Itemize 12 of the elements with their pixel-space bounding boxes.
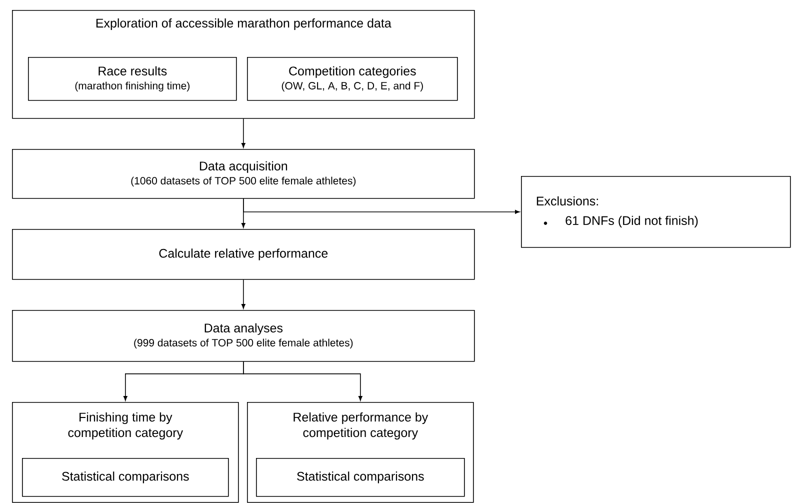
process-box: Statistical comparisons	[256, 458, 465, 497]
process-box: Competition categories (OW, GL, A, B, C, D, E, and F)	[247, 57, 458, 101]
arrow	[241, 118, 246, 148]
arrow	[243, 361, 362, 401]
process-box: Data analyses (999 datasets of TOP 500 elite female athletes)	[12, 310, 475, 362]
process-box: Statistical comparisons	[22, 458, 229, 497]
arrow	[243, 198, 520, 214]
process-box: Data acquisition (1060 datasets of TOP 500 elite female athletes)	[12, 149, 475, 199]
exclusion-box: Exclusions: 61 DNFs (Did not finish)	[521, 176, 791, 248]
process-box: Race results (marathon finishing time)	[28, 57, 237, 101]
arrow	[241, 279, 246, 309]
process-box: Calculate relative performance	[12, 229, 475, 280]
